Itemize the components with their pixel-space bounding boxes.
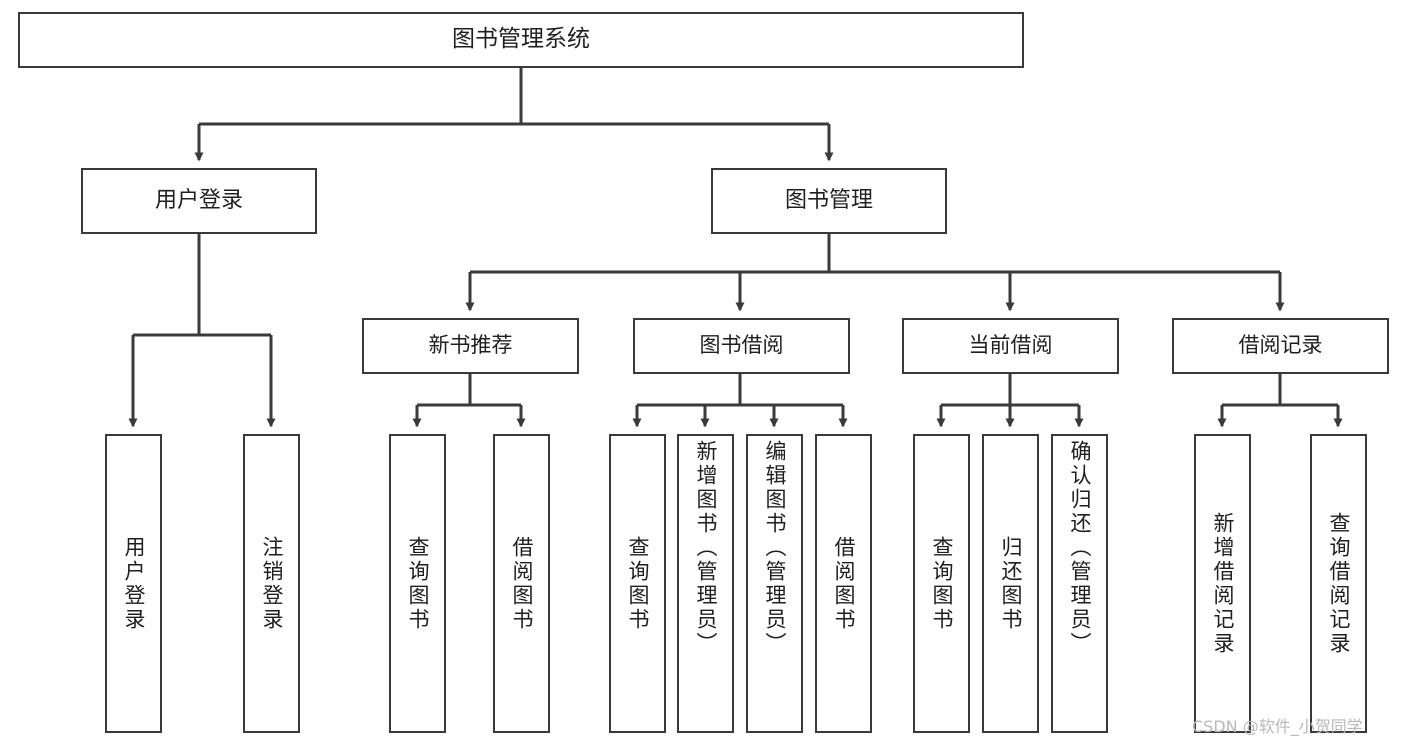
node-root-system[interactable]: 图书管理系统 — [18, 12, 1024, 68]
leaf-query-book-borrow[interactable]: 查询图书 — [609, 434, 666, 733]
leaf-confirm-return-admin[interactable]: 确认归还（管理员） — [1051, 434, 1108, 733]
node-current-borrow[interactable]: 当前借阅 — [902, 318, 1119, 374]
node-label: 图书管理 — [784, 187, 873, 213]
node-label: 借阅图书 — [832, 535, 856, 632]
node-label: 用户登录 — [122, 535, 146, 632]
node-borrow-record[interactable]: 借阅记录 — [1172, 318, 1389, 374]
node-new-book-recommend[interactable]: 新书推荐 — [362, 318, 579, 374]
node-label: 用户登录 — [154, 187, 243, 213]
node-book-borrow[interactable]: 图书借阅 — [633, 318, 850, 374]
node-label: 查询图书 — [930, 535, 954, 632]
leaf-logout[interactable]: 注销登录 — [243, 434, 300, 733]
csdn-watermark: CSDN @软件_小贺同学 — [1192, 717, 1363, 736]
node-label: 归还图书 — [999, 535, 1023, 632]
node-label: 借阅图书 — [510, 535, 534, 632]
node-label: 编辑图书（管理员） — [763, 440, 787, 656]
node-label: 查询借阅记录 — [1327, 511, 1351, 656]
leaf-borrow-book[interactable]: 借阅图书 — [815, 434, 872, 733]
leaf-user-login[interactable]: 用户登录 — [105, 434, 162, 733]
leaf-edit-book-admin[interactable]: 编辑图书（管理员） — [746, 434, 803, 733]
node-label: 新增图书（管理员） — [694, 440, 718, 656]
node-label: 当前借阅 — [968, 333, 1053, 358]
leaf-query-book-current[interactable]: 查询图书 — [913, 434, 970, 733]
node-book-management[interactable]: 图书管理 — [711, 168, 947, 234]
leaf-borrow-book-recommend[interactable]: 借阅图书 — [493, 434, 550, 733]
node-label: 图书借阅 — [699, 333, 784, 358]
leaf-query-borrow-record[interactable]: 查询借阅记录 — [1310, 434, 1367, 733]
leaf-query-book-recommend[interactable]: 查询图书 — [389, 434, 446, 733]
leaf-return-book[interactable]: 归还图书 — [982, 434, 1039, 733]
node-user-login[interactable]: 用户登录 — [81, 168, 317, 234]
node-label: 图书管理系统 — [452, 26, 590, 53]
node-label: 借阅记录 — [1238, 333, 1323, 358]
node-label: 注销登录 — [260, 535, 284, 632]
leaf-add-borrow-record[interactable]: 新增借阅记录 — [1194, 434, 1251, 733]
node-label: 查询图书 — [626, 535, 650, 632]
node-label: 查询图书 — [406, 535, 430, 632]
node-label: 新书推荐 — [428, 333, 513, 358]
node-label: 确认归还（管理员） — [1068, 440, 1092, 656]
leaf-add-book-admin[interactable]: 新增图书（管理员） — [677, 434, 734, 733]
node-label: 新增借阅记录 — [1211, 511, 1235, 656]
